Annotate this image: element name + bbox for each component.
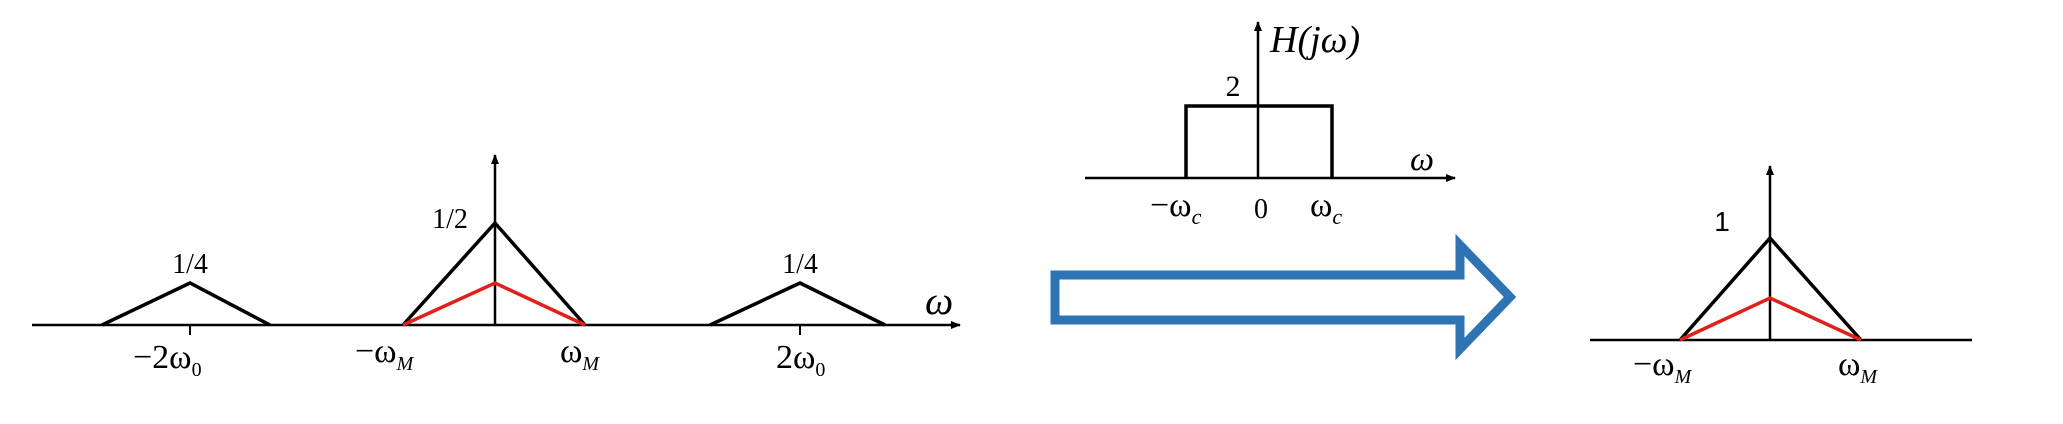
- center-peak-label: 1/2: [432, 204, 468, 235]
- tick-neg-wM: −ωM: [355, 333, 415, 375]
- output-tick-neg-wM: −ωM: [1633, 346, 1693, 388]
- right-replica-triangle: [709, 281, 886, 327]
- process-arrow: [1050, 233, 1517, 361]
- center-triangle-red: [402, 281, 586, 327]
- filter-tick-zero: 0: [1254, 194, 1268, 225]
- filter-tick-wc: ωc: [1310, 187, 1342, 229]
- center-triangle-black: [401, 220, 587, 327]
- left-axis-omega-label: ω: [925, 278, 953, 323]
- filter-tick-neg-wc: −ωc: [1150, 187, 1202, 229]
- output-tick-wM: ωM: [1838, 346, 1878, 388]
- left-peak-label: 1/4: [172, 249, 208, 280]
- filter-title: H(jω): [1269, 19, 1360, 61]
- output-triangle-black: [1678, 235, 1863, 342]
- output-peak-label: 1: [1714, 206, 1730, 237]
- filter-rectangle: [1184, 104, 1334, 178]
- output-triangle-red: [1679, 296, 1862, 342]
- filter-axis-omega-label: ω: [1410, 141, 1434, 178]
- filter-amplitude-label: 2: [1226, 70, 1241, 103]
- left-spectrum: 1/4 1/2 1/4 ω −2ω0 −ωM ωM 2ω0: [32, 154, 961, 381]
- tick-wM: ωM: [560, 333, 600, 375]
- filter-response: H(jω) 2 ω −ωc 0 ωc: [1085, 19, 1456, 229]
- right-peak-label: 1/4: [782, 249, 818, 280]
- output-spectrum: 1 −ωM ωM: [1590, 165, 1972, 388]
- tick-neg-2w0: −2ω0: [133, 339, 202, 381]
- left-replica-triangle: [101, 281, 271, 327]
- tick-pos-2w0: 2ω0: [776, 339, 825, 381]
